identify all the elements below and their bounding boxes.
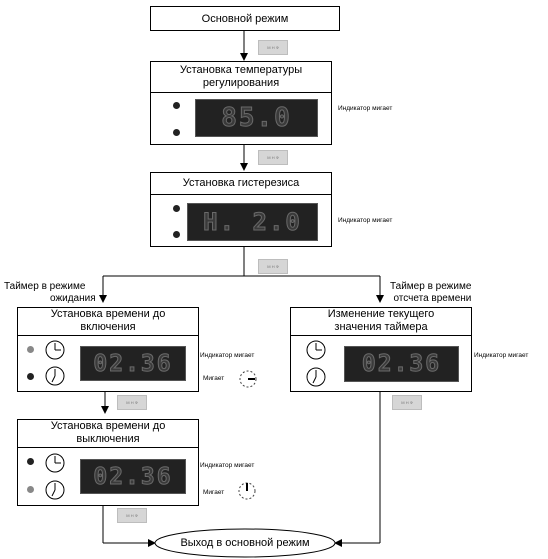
menu-button-6[interactable]: М Н Ф — [392, 395, 422, 410]
hysteresis-title: Установка гистерезиса — [151, 173, 331, 195]
main-mode-box: Основной режим — [150, 6, 340, 31]
hysteresis-panel: Установка гистерезиса H. 2.0 — [150, 172, 332, 247]
off-delay-panel: Установка времени до выключения 02.36 — [17, 419, 199, 506]
hyst-led-top — [173, 205, 180, 212]
menu-button-5[interactable]: М Н Ф — [117, 508, 147, 523]
blink-minutes-icon — [239, 370, 257, 388]
on-indicator-note: Индикатор мигает — [200, 352, 255, 359]
on-led-top — [27, 346, 34, 353]
timer-change-title: Изменение текущего значения таймера — [291, 308, 471, 336]
exit-label[interactable]: Выход в основной режим — [180, 537, 310, 549]
timer-change-display: 02.36 — [344, 346, 459, 382]
off-indicator-note: Индикатор мигает — [200, 462, 255, 469]
off-led-bottom — [27, 486, 34, 493]
menu-button-2[interactable]: М Н Ф — [258, 150, 288, 165]
branch-left-label: Таймер в режиме ожидания — [4, 281, 96, 304]
on-delay-panel: Установка времени до включения 02.36 — [17, 307, 199, 392]
off-delay-title: Установка времени до выключения — [18, 420, 198, 448]
temp-indicator-note: Индикатор мигает — [338, 105, 393, 112]
on-delay-title: Установка времени до включения — [18, 308, 198, 336]
temp-display: 85.0 — [195, 99, 318, 137]
on-delay-display: 02.36 — [80, 346, 186, 381]
timer-indicator-note: Индикатор мигает — [474, 352, 529, 359]
off-led-top — [27, 458, 34, 465]
off-blink-note: Мигает — [203, 489, 225, 496]
off-delay-display: 02.36 — [80, 459, 186, 494]
menu-button-3[interactable]: М Н Ф — [258, 259, 288, 274]
clock-icon — [45, 340, 65, 360]
menu-button-4[interactable]: М Н Ф — [117, 395, 147, 410]
timer-icon — [45, 366, 65, 386]
hyst-led-bottom — [173, 231, 180, 238]
indicator-led-bottom — [173, 129, 180, 136]
clock-icon — [45, 453, 65, 473]
blink-hours-icon — [238, 482, 256, 500]
branch-right-label: Таймер в режиме отсчета времени — [390, 281, 472, 304]
timer-icon — [306, 367, 326, 387]
menu-button-1[interactable]: М Н Ф — [258, 40, 288, 55]
indicator-led-top — [173, 102, 180, 109]
main-mode-label: Основной режим — [201, 13, 289, 25]
timer-change-panel: Изменение текущего значения таймера 02.3… — [290, 307, 472, 392]
on-led-bottom — [27, 373, 34, 380]
hyst-indicator-note: Индикатор мигает — [338, 217, 393, 224]
temp-setting-panel: Установка температуры регулирования 85.0 — [150, 61, 332, 145]
hysteresis-display: H. 2.0 — [187, 203, 318, 241]
timer-icon — [45, 480, 65, 500]
on-blink-note: Мигает — [203, 375, 225, 382]
clock-icon — [306, 340, 326, 360]
temp-setting-title: Установка температуры регулирования — [151, 62, 331, 93]
